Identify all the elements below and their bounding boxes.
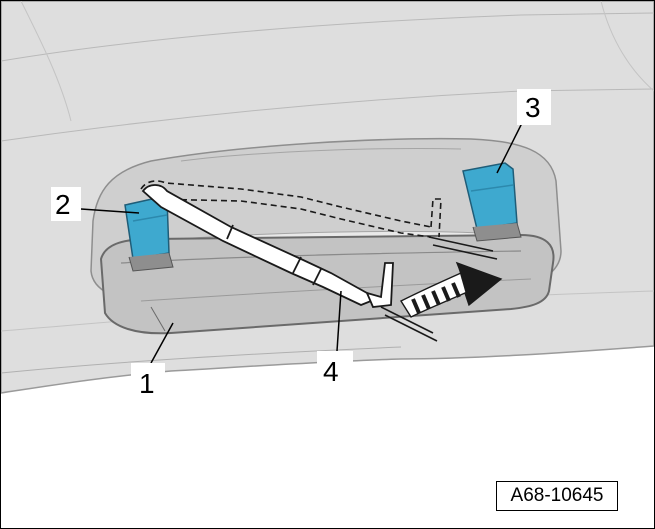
callout-3: 3 — [517, 89, 551, 125]
release-tool — [141, 184, 394, 308]
release-tool-inserted — [140, 180, 442, 238]
leader-lines — [80, 120, 524, 364]
callout-2: 2 — [51, 187, 81, 221]
right-clip — [462, 162, 522, 242]
figure-id-label: A68-10645 — [496, 481, 618, 511]
svg-text:2: 2 — [55, 189, 71, 220]
direction-arrow-icon — [399, 261, 503, 318]
callout-4: 4 — [317, 351, 353, 387]
callout-1: 1 — [131, 363, 165, 399]
svg-text:3: 3 — [525, 92, 541, 123]
svg-text:1: 1 — [139, 368, 155, 399]
svg-text:4: 4 — [323, 356, 339, 387]
motion-lines — [380, 236, 498, 342]
